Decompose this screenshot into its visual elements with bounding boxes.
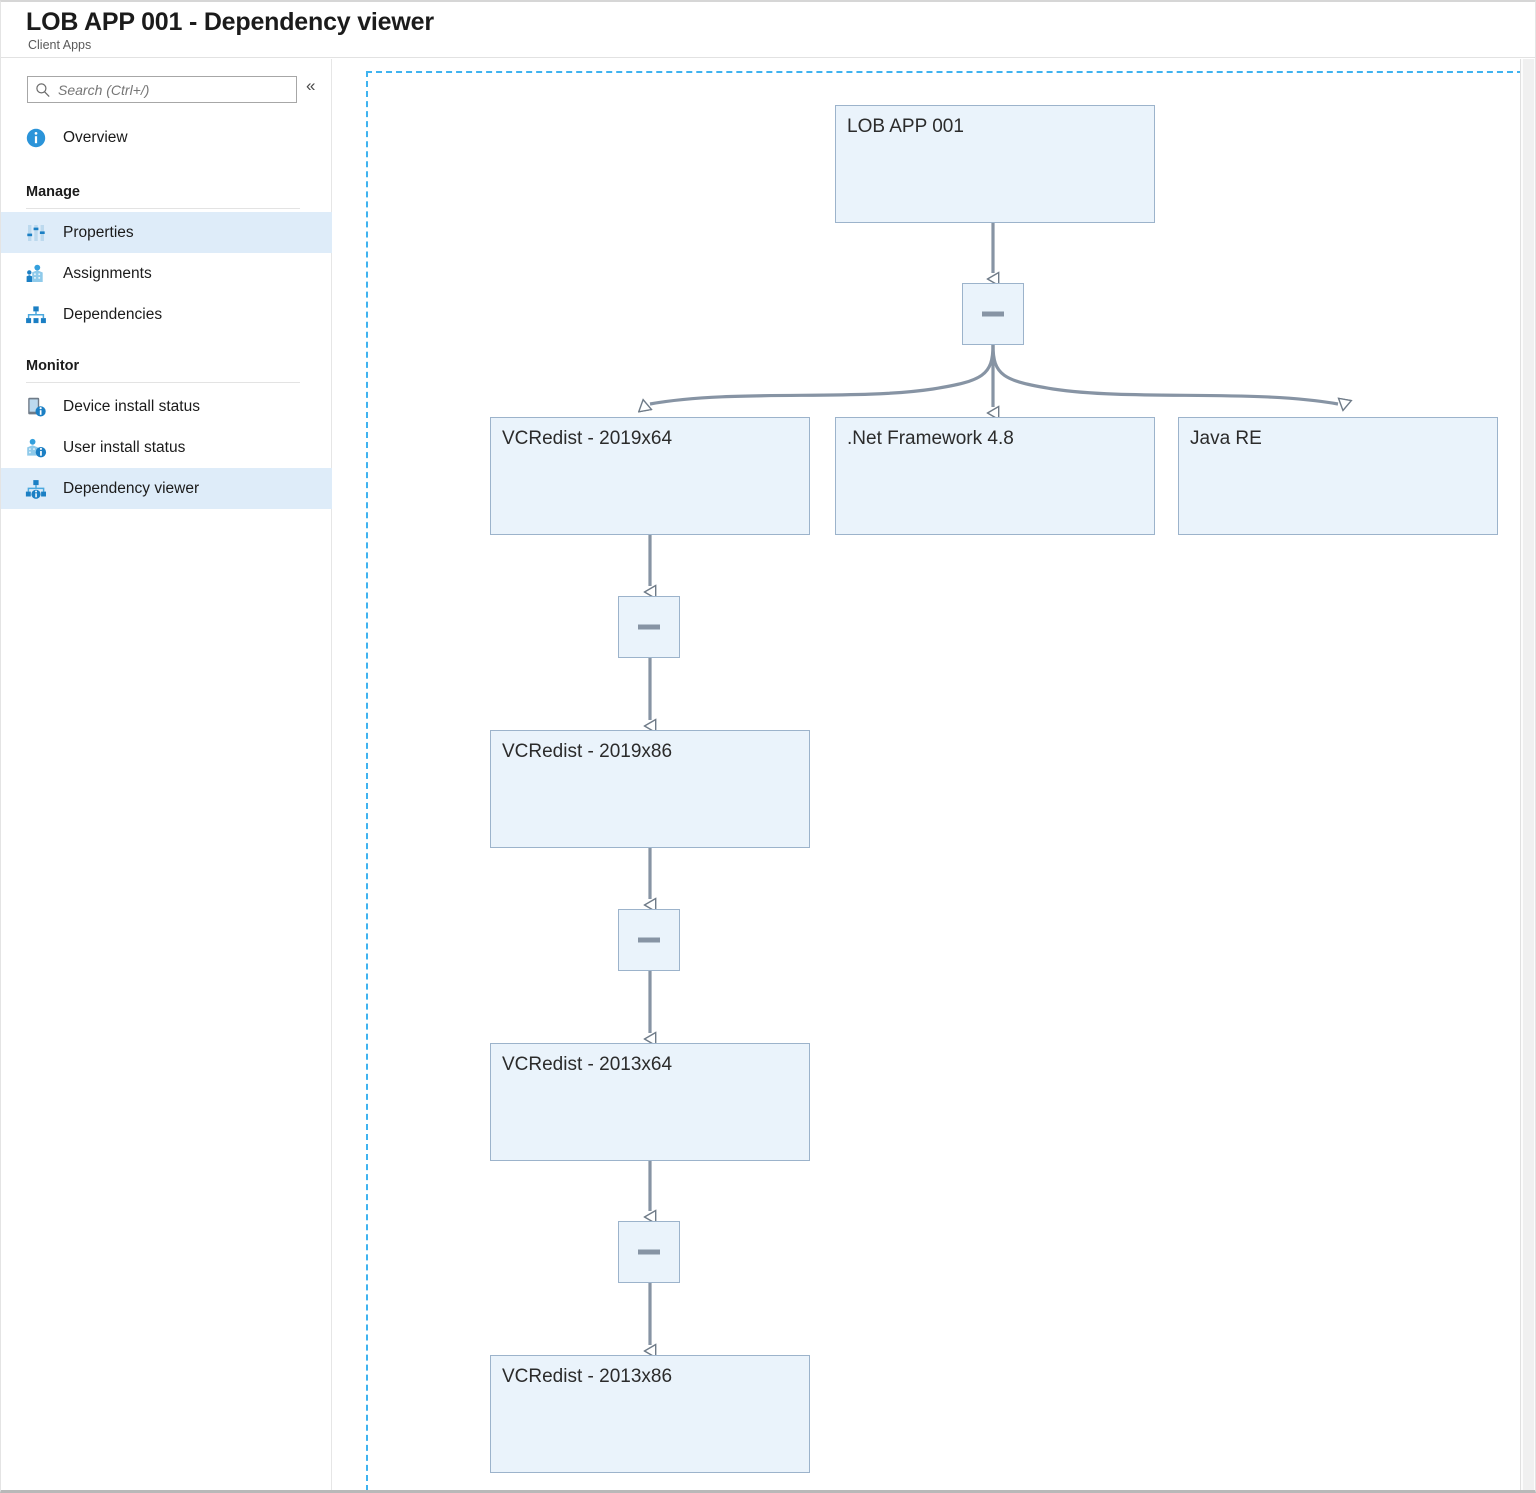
minus-icon <box>638 1249 660 1255</box>
collapse-toggle-button[interactable] <box>962 283 1024 345</box>
diagram-node-label: VCRedist - 2013x64 <box>502 1054 673 1075</box>
dependency-diagram: LOB APP 001 VCRedist - 2019x64 .Net Fram… <box>333 59 1535 1490</box>
hierarchy-icon <box>23 302 49 328</box>
diagram-node-label: Java RE <box>1190 428 1262 449</box>
sidebar: « Overview Manage <box>1 59 332 1490</box>
device-info-icon <box>23 394 49 420</box>
sidebar-item-dependency-viewer[interactable]: Dependency viewer <box>1 468 332 509</box>
collapse-toggle-button[interactable] <box>618 909 680 971</box>
minus-icon <box>638 624 660 630</box>
sliders-icon <box>23 220 49 246</box>
diagram-node-label: .Net Framework 4.8 <box>847 428 1014 449</box>
search-input[interactable] <box>58 81 283 98</box>
page-title: LOB APP 001 - Dependency viewer <box>26 8 434 36</box>
diagram-node[interactable]: VCRedist - 2019x64 <box>490 417 810 535</box>
sidebar-item-device-install-status[interactable]: Device install status <box>1 386 332 427</box>
sidebar-item-label: Overview <box>63 128 128 146</box>
diagram-node-label: LOB APP 001 <box>847 116 964 137</box>
sidebar-item-label: User install status <box>63 438 186 456</box>
sidebar-section-rule <box>26 382 300 383</box>
sidebar-item-label: Device install status <box>63 397 200 415</box>
diagram-node[interactable]: VCRedist - 2013x86 <box>490 1355 810 1473</box>
search-box[interactable] <box>27 76 297 103</box>
diagram-node[interactable]: VCRedist - 2019x86 <box>490 730 810 848</box>
user-info-icon <box>23 435 49 461</box>
page-subtitle: Client Apps <box>28 38 92 52</box>
sidebar-section-title: Monitor <box>26 358 80 374</box>
sidebar-item-properties[interactable]: Properties <box>1 212 332 253</box>
minus-icon <box>638 937 660 943</box>
sidebar-item-dependencies[interactable]: Dependencies <box>1 294 332 335</box>
sidebar-section-title: Manage <box>26 184 80 200</box>
sidebar-item-label: Dependencies <box>63 305 163 323</box>
collapse-toggle-button[interactable] <box>618 1221 680 1283</box>
canvas-vertical-scrollbar[interactable] <box>1520 59 1535 1490</box>
diagram-node-label: VCRedist - 2013x86 <box>502 1366 673 1387</box>
sidebar-item-user-install-status[interactable]: User install status <box>1 427 332 468</box>
sidebar-item-assignments[interactable]: Assignments <box>1 253 332 294</box>
sidebar-item-label: Assignments <box>63 264 152 282</box>
diagram-node[interactable]: VCRedist - 2013x64 <box>490 1043 810 1161</box>
sidebar-search-row: « <box>1 59 332 117</box>
people-icon <box>23 261 49 287</box>
sidebar-item-label: Properties <box>63 223 134 241</box>
diagram-node[interactable]: LOB APP 001 <box>835 105 1155 223</box>
collapse-sidebar-icon[interactable]: « <box>306 76 316 95</box>
page-header: LOB APP 001 - Dependency viewer Client A… <box>1 2 1535 58</box>
diagram-node-label: VCRedist - 2019x64 <box>502 428 673 449</box>
diagram-node-label: VCRedist - 2019x86 <box>502 741 673 762</box>
diagram-node[interactable]: .Net Framework 4.8 <box>835 417 1155 535</box>
minus-icon <box>982 311 1004 317</box>
sidebar-item-overview[interactable]: Overview <box>1 117 332 158</box>
sidebar-item-label: Dependency viewer <box>63 479 200 497</box>
diagram-node[interactable]: Java RE <box>1178 417 1498 535</box>
scrollbar-thumb[interactable] <box>1523 59 1534 1490</box>
search-icon <box>28 82 58 98</box>
sidebar-section-rule <box>26 208 300 209</box>
info-circle-icon <box>23 125 49 151</box>
collapse-toggle-button[interactable] <box>618 596 680 658</box>
hierarchy-info-icon <box>23 476 49 502</box>
dependency-canvas[interactable]: LOB APP 001 VCRedist - 2019x64 .Net Fram… <box>333 59 1535 1490</box>
